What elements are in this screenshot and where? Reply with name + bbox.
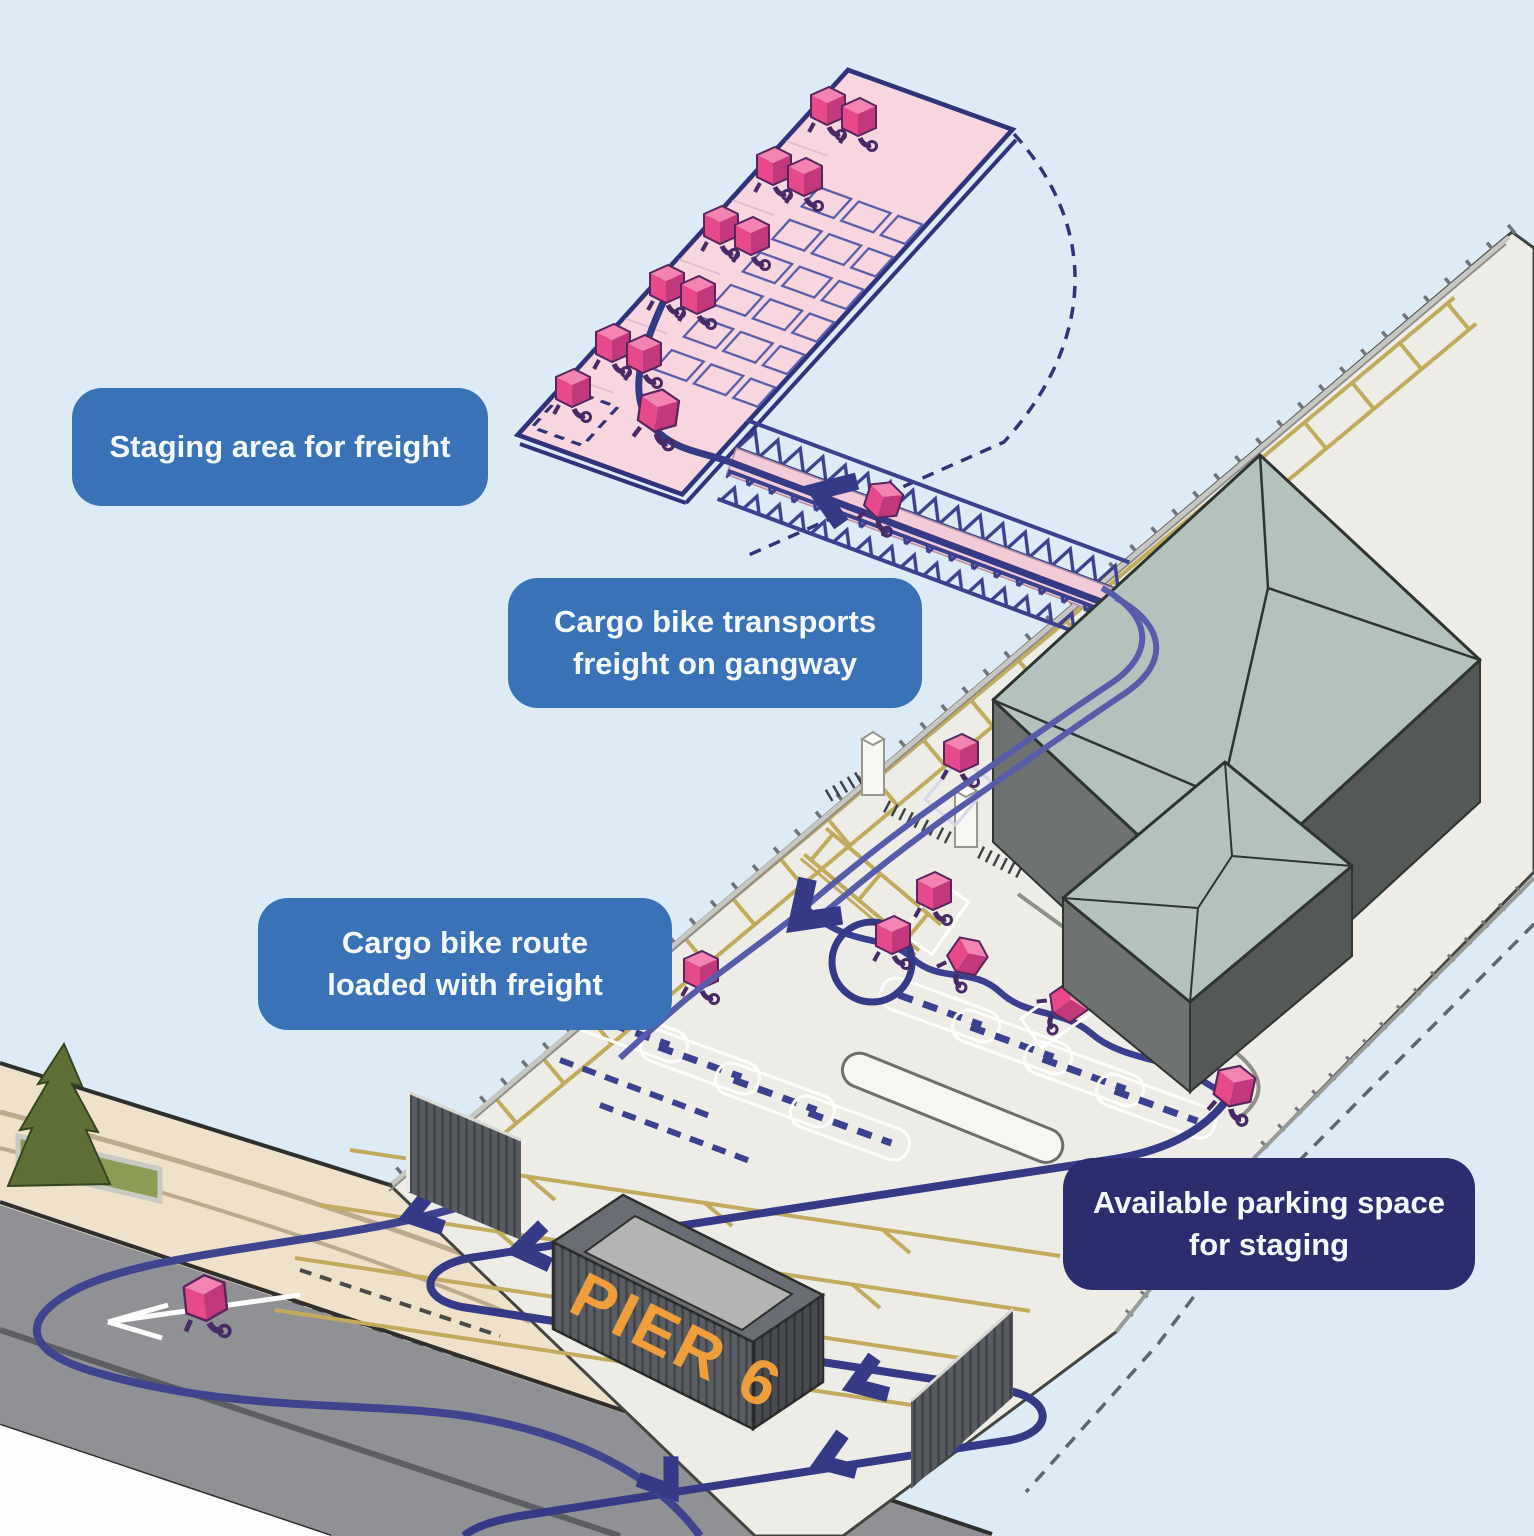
road-lane-line (0, 1327, 621, 1536)
page-corner (0, 1425, 331, 1536)
gate-pillar (861, 731, 885, 796)
tree-icon (6, 1041, 112, 1188)
barge-hull-outline (741, 132, 1077, 560)
parking-label-line1: Available parking space (1092, 1185, 1446, 1221)
route-loop (828, 918, 916, 1006)
gangway-label-line2: freight on gangway (572, 646, 858, 681)
terminal-building (991, 453, 1482, 1095)
gangway-label: Cargo bike transports freight on gangway (508, 578, 922, 708)
bike-racks (558, 974, 1220, 1164)
staging-route-line (426, 1095, 1232, 1536)
roof-route-lines (617, 585, 1160, 1061)
construction-fence (406, 1090, 522, 1240)
staging-area-label: Staging area for freight (72, 388, 488, 506)
parking-label-line2: for staging (1188, 1227, 1350, 1262)
barge-parking-spaces (652, 185, 925, 409)
construction-fence (909, 1307, 1015, 1489)
bike-route-label: Cargo bike route loaded with freight (258, 898, 672, 1030)
shore-route-line (32, 1202, 704, 1536)
gangway-truss (736, 420, 1130, 591)
gangway (716, 418, 1130, 643)
staging-area-label-text: Staging area for freight (109, 429, 451, 465)
bike-route-label-line1: Cargo bike route (341, 925, 589, 961)
gangway-label-line1: Cargo bike transports (553, 604, 877, 640)
gate-pillar (954, 783, 978, 848)
parking-label: Available parking space for staging (1063, 1158, 1475, 1290)
median-island (840, 1051, 1065, 1164)
gangway-truss (717, 470, 1111, 642)
gangway-route-line (728, 458, 1114, 610)
bike-route-label-line2: loaded with freight (327, 967, 603, 1002)
bike-stall (900, 879, 971, 957)
barge-loading-zone (529, 386, 621, 448)
